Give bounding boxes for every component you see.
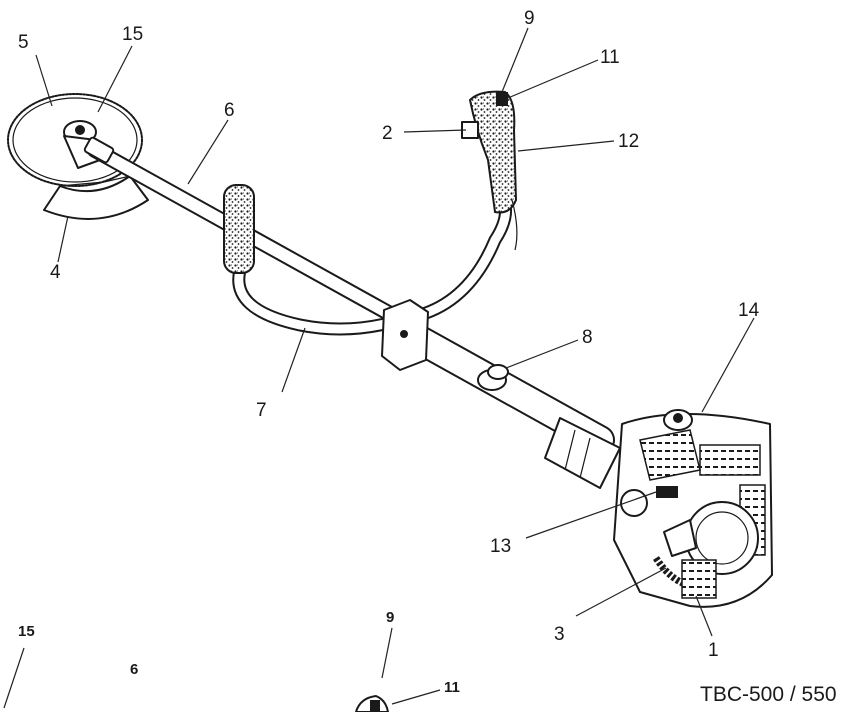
callout-7: 7	[256, 400, 267, 421]
callout-2: 2	[382, 123, 393, 144]
leader-lines	[3, 27, 755, 709]
callout-8: 8	[582, 327, 593, 348]
model-label: TBC-500 / 550	[700, 683, 837, 706]
callout-14: 14	[738, 300, 760, 321]
callout-15: 15	[122, 24, 143, 45]
throttle-grip	[461, 90, 518, 251]
callout-9: 9	[524, 8, 535, 29]
callout-6: 6	[224, 100, 235, 121]
shaft-tube	[405, 325, 621, 489]
handle-bar	[223, 184, 512, 371]
blade-guard	[43, 175, 149, 220]
callout-4: 4	[50, 262, 61, 283]
callout-13: 13	[490, 536, 511, 557]
callout-labels: 5 15 6 4 2 9 11 12 8 14 7 13 3 1 15 6 9 …	[18, 8, 760, 696]
callout-1: 1	[708, 640, 719, 661]
callout-5: 5	[18, 32, 29, 53]
partial-callout-15: 15	[18, 623, 35, 640]
partial-throttle-grip	[355, 695, 389, 712]
callout-11: 11	[600, 47, 620, 68]
engine	[613, 409, 773, 608]
callout-3: 3	[554, 624, 565, 645]
partial-callout-6: 6	[130, 661, 138, 678]
partial-callout-11: 11	[444, 679, 460, 696]
partial-callout-9: 9	[386, 609, 394, 626]
callout-12: 12	[618, 131, 639, 152]
